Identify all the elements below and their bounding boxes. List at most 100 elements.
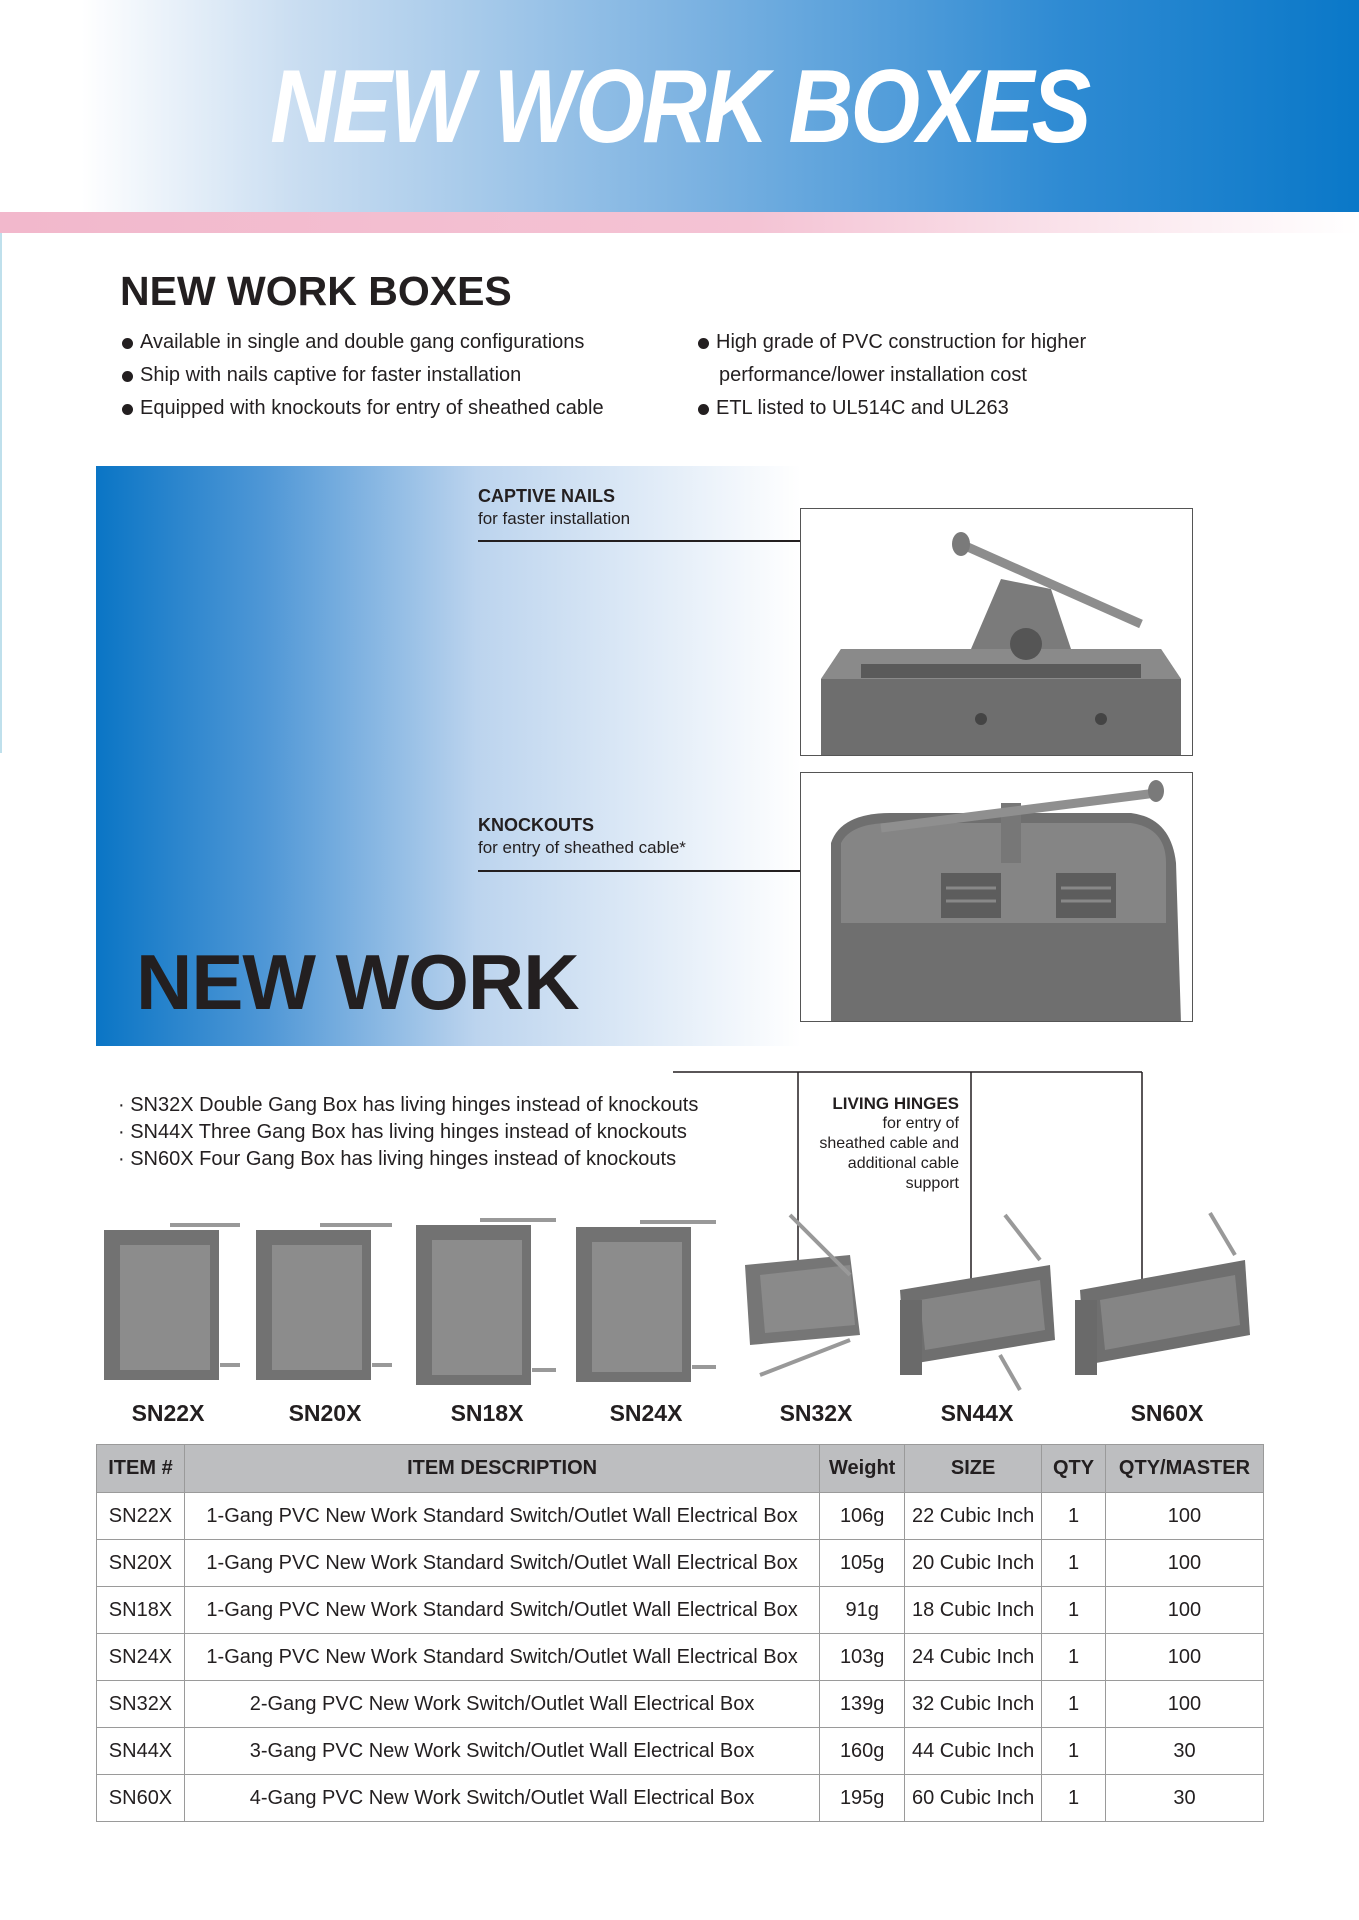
table-cell: 103g: [819, 1633, 906, 1681]
column-header: QTY: [1041, 1444, 1106, 1493]
captive-nails-photo: [800, 508, 1193, 756]
feature-list-left: Available in single and double gang conf…: [120, 326, 660, 425]
table-cell: 1: [1041, 1727, 1106, 1775]
table-cell: SN22X: [96, 1492, 185, 1540]
note-item: · SN44X Three Gang Box has living hinges…: [118, 1121, 687, 1143]
callout-knockouts-sub: for entry of sheathed cable*: [478, 838, 686, 857]
table-cell: 44 Cubic Inch: [904, 1727, 1043, 1775]
table-cell: 195g: [819, 1774, 906, 1822]
table-cell: 100: [1104, 1492, 1265, 1540]
new-work-heading: NEW WORK: [136, 938, 580, 1026]
product-image-sn44x: [900, 1213, 1055, 1391]
product-lineup: [104, 1211, 1250, 1391]
product-label-sn32x: SN32X: [779, 1400, 853, 1426]
section-title: NEW WORK BOXES: [120, 268, 512, 314]
table-cell: 20 Cubic Inch: [904, 1539, 1043, 1587]
table-cell: 1-Gang PVC New Work Standard Switch/Outl…: [183, 1633, 821, 1681]
table-cell: 1-Gang PVC New Work Standard Switch/Outl…: [183, 1539, 821, 1587]
table-cell: 100: [1104, 1539, 1265, 1587]
table-cell: SN20X: [96, 1539, 185, 1587]
header-banner: NEW WORK BOXES: [0, 0, 1359, 212]
electrical-box-illustration: [801, 509, 1192, 755]
knockouts-photo: [800, 772, 1193, 1022]
table-cell: SN32X: [96, 1680, 185, 1728]
product-image-sn22x: [104, 1223, 240, 1380]
table-cell: SN24X: [96, 1633, 185, 1681]
living-hinges-label: LIVING HINGES for entry of sheathed cabl…: [779, 1094, 959, 1194]
callout-captive-nails-title: CAPTIVE NAILS: [478, 486, 616, 506]
table-cell: SN60X: [96, 1774, 185, 1822]
bullet-icon: [122, 338, 133, 349]
table-cell: 106g: [819, 1492, 906, 1540]
table-cell: 18 Cubic Inch: [904, 1586, 1043, 1634]
note-item: · SN60X Four Gang Box has living hinges …: [118, 1148, 677, 1170]
feature-item: High grade of PVC construction for highe…: [696, 326, 1136, 359]
column-header: SIZE: [904, 1444, 1043, 1493]
table-cell: 1: [1041, 1539, 1106, 1587]
table-cell: 60 Cubic Inch: [904, 1774, 1043, 1822]
feature-item: Equipped with knockouts for entry of she…: [120, 392, 660, 425]
feature-item-continued: performance/lower installation cost: [719, 364, 1027, 386]
table-cell: 91g: [819, 1586, 906, 1634]
table-cell: 3-Gang PVC New Work Switch/Outlet Wall E…: [183, 1727, 821, 1775]
product-image-sn20x: [256, 1223, 392, 1380]
table-cell: 22 Cubic Inch: [904, 1492, 1043, 1540]
product-image-sn24x: [576, 1220, 716, 1382]
table-cell: 1: [1041, 1492, 1106, 1540]
table-cell: SN44X: [96, 1727, 185, 1775]
bullet-icon: [122, 404, 133, 415]
table-cell: 32 Cubic Inch: [904, 1680, 1043, 1728]
table-cell: 100: [1104, 1680, 1265, 1728]
note-item: · SN32X Double Gang Box has living hinge…: [118, 1094, 699, 1116]
table-cell: 1: [1041, 1633, 1106, 1681]
table-cell: SN18X: [96, 1586, 185, 1634]
accent-band: [0, 212, 1359, 233]
living-hinge-notes: · SN32X Double Gang Box has living hinge…: [118, 1092, 698, 1173]
product-image-sn32x: [745, 1213, 860, 1377]
product-label-sn44x: SN44X: [940, 1400, 1014, 1426]
callout-captive-nails-sub: for faster installation: [478, 509, 631, 528]
table-cell: 139g: [819, 1680, 906, 1728]
feature-item: ETL listed to UL514C and UL263: [696, 392, 1136, 425]
product-label-sn18x: SN18X: [450, 1400, 524, 1426]
table-cell: 1-Gang PVC New Work Standard Switch/Outl…: [183, 1492, 821, 1540]
product-label-sn60x: SN60X: [1130, 1400, 1204, 1426]
banner-title: NEW WORK BOXES: [270, 49, 1091, 165]
table-cell: 2-Gang PVC New Work Switch/Outlet Wall E…: [183, 1680, 821, 1728]
column-header: Weight: [819, 1444, 906, 1493]
table-cell: 1-Gang PVC New Work Standard Switch/Outl…: [183, 1586, 821, 1634]
bullet-icon: [698, 404, 709, 415]
feature-item: Available in single and double gang conf…: [120, 326, 660, 359]
column-header: QTY/MASTER: [1104, 1444, 1265, 1493]
living-hinges-title: LIVING HINGES: [832, 1094, 959, 1113]
table-cell: 1: [1041, 1586, 1106, 1634]
product-label-sn20x: SN20X: [288, 1400, 362, 1426]
table-cell: 30: [1104, 1727, 1265, 1775]
feature-item: Ship with nails captive for faster insta…: [120, 359, 660, 392]
column-header: ITEM DESCRIPTION: [183, 1444, 821, 1493]
table-cell: 100: [1104, 1586, 1265, 1634]
table-cell: 24 Cubic Inch: [904, 1633, 1043, 1681]
edge-line: [0, 233, 2, 753]
bullet-icon: [122, 371, 133, 382]
table-cell: 1: [1041, 1680, 1106, 1728]
table-cell: 4-Gang PVC New Work Switch/Outlet Wall E…: [183, 1774, 821, 1822]
product-label-sn22x: SN22X: [131, 1400, 205, 1426]
table-cell: 30: [1104, 1774, 1265, 1822]
table-cell: 100: [1104, 1633, 1265, 1681]
spec-table: ITEM # ITEM DESCRIPTION Weight SIZE QTY …: [96, 1444, 1265, 1822]
table-cell: 160g: [819, 1727, 906, 1775]
column-header: ITEM #: [96, 1444, 185, 1493]
bullet-icon: [698, 338, 709, 349]
table-header-row: ITEM # ITEM DESCRIPTION Weight SIZE QTY …: [96, 1444, 1265, 1493]
electrical-box-illustration: [801, 773, 1192, 1021]
product-label-sn24x: SN24X: [609, 1400, 683, 1426]
feature-gradient-panel: [96, 466, 801, 1046]
table-cell: 105g: [819, 1539, 906, 1587]
callout-knockouts-title: KNOCKOUTS: [478, 815, 594, 835]
